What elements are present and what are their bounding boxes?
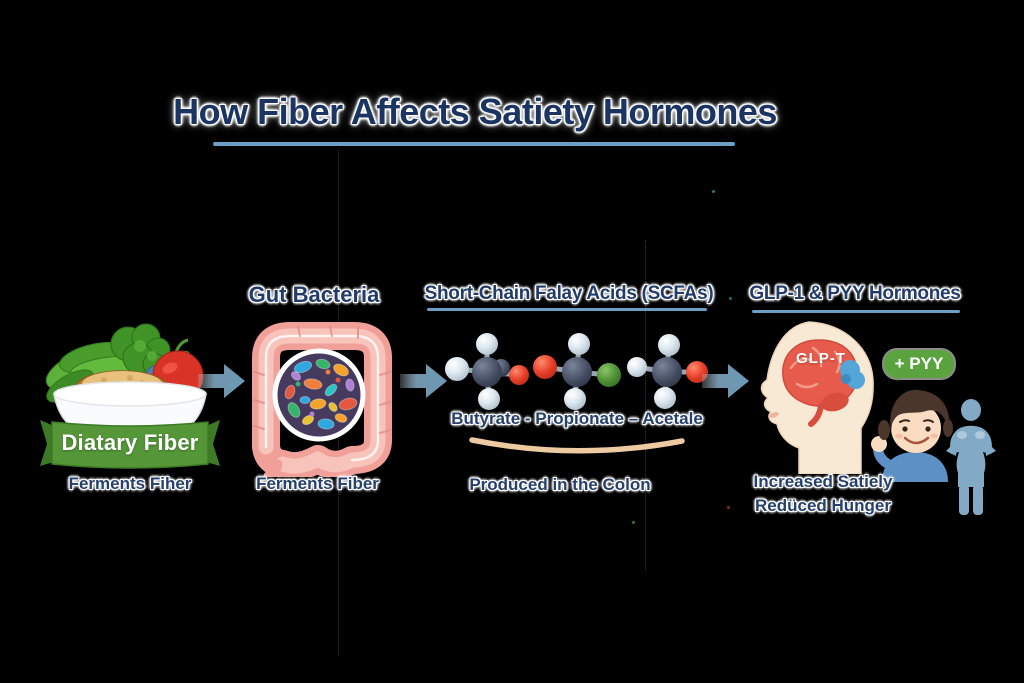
flow-arrow-icon [702,364,749,398]
produced-in-colon-caption: Produced in the Colon [469,475,651,494]
artifact-speck [712,190,715,193]
glp1-brain-label: GLP-T [796,350,846,367]
dietary-fiber-banner-label: Diatary Fiber [61,430,199,455]
body-silhouette-icon [946,399,996,515]
dietary-fiber-caption: Ferments Fiher [68,474,192,493]
hormones-heading-underline [752,310,960,313]
hormones-heading: GLP-1 & PYY Hormones [749,283,961,304]
happy-person-icon [871,389,953,482]
flow-arrow-icon [400,364,447,398]
flow-arrow-icon [198,364,245,398]
intestine-icon [252,322,392,477]
satiety-caption-line1: Increased Satiely [753,472,893,491]
pyy-bubble-label: + PYY [894,354,944,373]
molecule-names-label: Butyrate - Propionate – Acetale [451,409,703,428]
scfa-heading-underline [427,308,707,311]
gut-bacteria-heading: Gut Bacteria [248,282,380,307]
salad-bowl-icon [40,323,220,469]
title-underline [213,142,735,146]
artifact-speck [729,297,732,300]
artifact-dotted-line [645,240,646,570]
pyy-bubble: + PYY [884,350,954,378]
artifact-speck [632,521,635,524]
swoosh-underline-icon [469,437,685,454]
artifact-speck [727,506,730,509]
main-title: How Fiber Affects Satiety Hormones [173,91,777,132]
satiety-caption-line2: Redüced Hunger [754,496,892,515]
scfa-heading: Short-Chain Falay Acids (SCFAs) [424,283,714,304]
brain-head-icon [760,321,874,474]
scfa-molecules-icon [445,333,708,410]
gut-bacteria-caption: Ferments Fiber [256,474,379,493]
